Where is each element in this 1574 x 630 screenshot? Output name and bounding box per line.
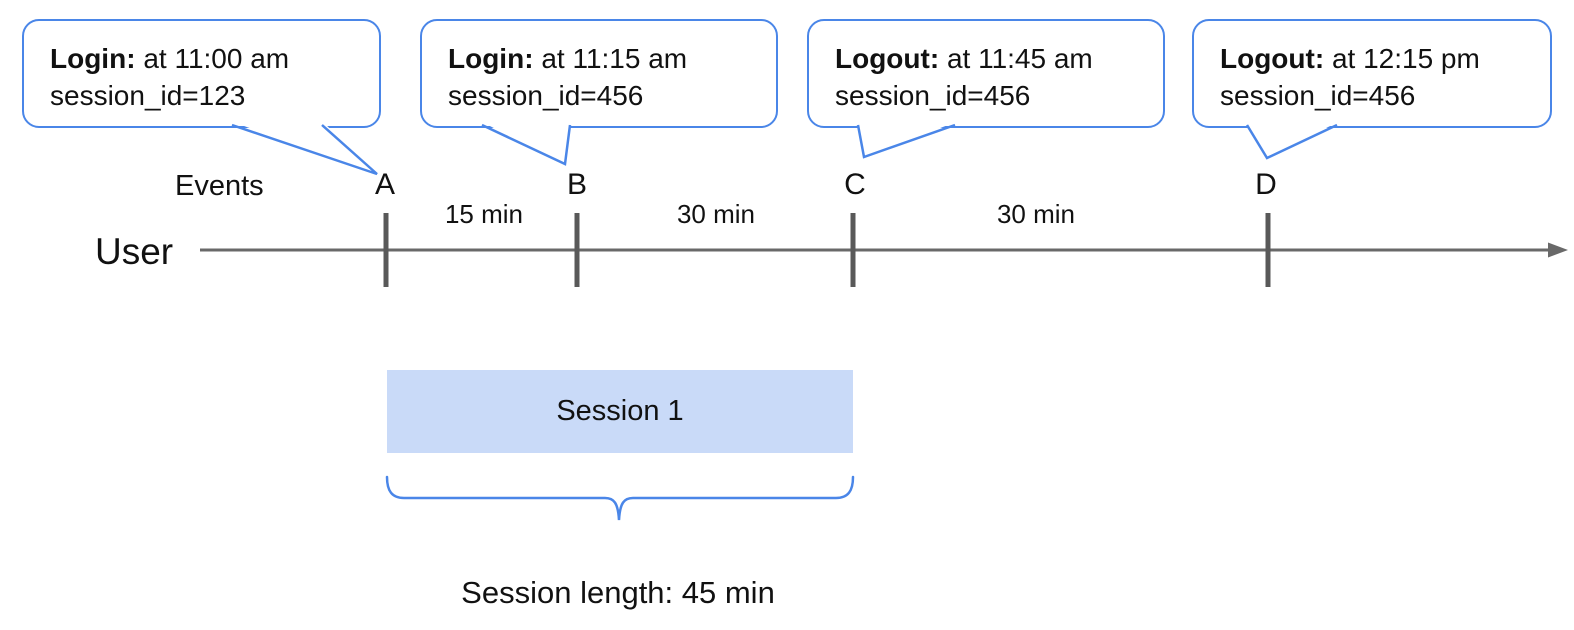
callout-event-time: at 11:45 am xyxy=(946,43,1093,74)
user-lane-label: User xyxy=(95,231,174,272)
session-length-label: Session length: 45 min xyxy=(461,575,775,610)
event-marker-b: B xyxy=(566,168,588,201)
callout-tail-mask-a xyxy=(233,122,377,174)
event-marker-a: A xyxy=(374,168,396,201)
callout-logout-c: Logout: at 11:45 am session_id=456 xyxy=(807,19,1165,128)
callout-event-type: Login: xyxy=(50,43,136,74)
callout-event-time: at 11:15 am xyxy=(541,43,688,74)
callout-login-b: Login: at 11:15 am session_id=456 xyxy=(420,19,778,128)
events-label: Events xyxy=(175,170,264,202)
session-length-brace xyxy=(385,475,855,521)
interval-label-c-d: 30 min xyxy=(996,199,1076,229)
callout-event-line: Login: at 11:15 am xyxy=(448,40,776,77)
callout-event-line: Login: at 11:00 am xyxy=(50,40,379,77)
interval-label-b-c: 30 min xyxy=(676,199,756,229)
callout-event-line: Logout: at 12:15 pm xyxy=(1220,40,1550,77)
callout-logout-d: Logout: at 12:15 pm session_id=456 xyxy=(1192,19,1552,128)
callout-session-id: session_id=456 xyxy=(1220,80,1416,111)
callout-event-type: Logout: xyxy=(1220,43,1325,74)
callout-tail-mask-b xyxy=(482,122,571,164)
callout-event-type: Logout: xyxy=(835,43,940,74)
event-marker-c: C xyxy=(844,168,866,201)
callout-event-type: Login: xyxy=(448,43,534,74)
callout-tail-a xyxy=(231,123,378,176)
session-1-label: Session 1 xyxy=(556,395,684,427)
timeline-arrowhead-icon xyxy=(1548,242,1568,258)
callout-tail-c xyxy=(856,123,956,159)
callout-session-id: session_id=456 xyxy=(448,80,644,111)
callout-session-id: session_id=123 xyxy=(50,80,246,111)
callout-event-time: at 12:15 pm xyxy=(1331,43,1480,74)
callout-tail-d xyxy=(1245,123,1338,160)
interval-label-a-b: 15 min xyxy=(444,199,524,229)
callout-event-time: at 11:00 am xyxy=(143,43,290,74)
callout-tail-b xyxy=(481,123,572,166)
callout-session-id: session_id=456 xyxy=(835,80,1031,111)
event-marker-d: D xyxy=(1255,168,1277,201)
callout-event-line: Logout: at 11:45 am xyxy=(835,40,1163,77)
callout-login-a: Login: at 11:00 am session_id=123 xyxy=(22,19,381,128)
session-1-box: Session 1 xyxy=(387,370,853,453)
